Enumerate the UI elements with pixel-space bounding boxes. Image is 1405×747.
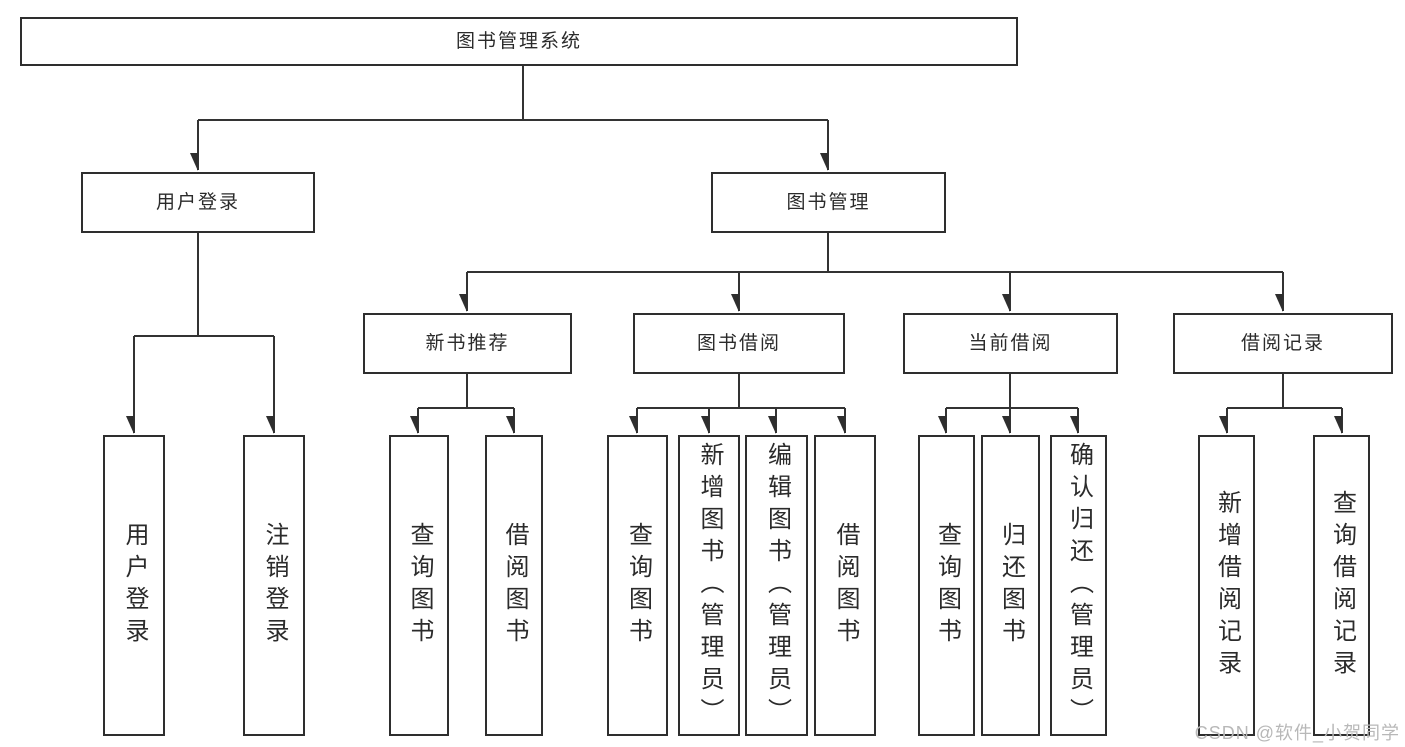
- connector-root-to-level2: [198, 66, 829, 170]
- node-leaf-logout: 注销登录: [243, 435, 305, 736]
- node-borrow-records: 借阅记录: [1173, 313, 1393, 374]
- node-label: 编辑图书（管理员）: [763, 441, 791, 730]
- node-label: 新书推荐: [425, 333, 510, 354]
- csdn-watermark: CSDN @软件_小贺同学: [1194, 723, 1400, 743]
- node-label: 新增图书（管理员）: [696, 441, 723, 730]
- node-leaf-add-borrow-record: 新增借阅记录: [1198, 435, 1255, 736]
- node-new-book-recommend: 新书推荐: [363, 313, 572, 374]
- node-leaf-query-books: 查询图书: [918, 435, 975, 736]
- node-label: 当前借阅: [968, 333, 1053, 354]
- node-label: 借阅记录: [1240, 333, 1325, 354]
- node-label: 注销登录: [261, 521, 288, 650]
- connector-book-management-children: [467, 233, 1284, 311]
- node-book-management: 图书管理: [711, 172, 946, 233]
- node-label: 查询图书: [624, 521, 652, 650]
- connector-current-borrow-children: [946, 374, 1079, 433]
- node-leaf-user-login: 用户登录: [103, 435, 165, 736]
- node-label: 借阅图书: [832, 521, 859, 650]
- node-label: 图书管理: [786, 192, 871, 213]
- connector-borrow-records-children: [1227, 374, 1343, 433]
- node-user-login: 用户登录: [81, 172, 315, 233]
- node-book-borrow: 图书借阅: [633, 313, 845, 374]
- node-label: 图书管理系统: [455, 31, 582, 52]
- node-label: 新增借阅记录: [1213, 489, 1241, 682]
- node-label: 确认归还（管理员）: [1065, 441, 1093, 730]
- node-leaf-query-books: 查询图书: [389, 435, 449, 736]
- node-leaf-query-borrow-record: 查询借阅记录: [1313, 435, 1370, 736]
- node-label: 用户登录: [155, 192, 240, 213]
- connector-user-login-children: [134, 233, 275, 433]
- node-leaf-confirm-return-admin: 确认归还（管理员）: [1050, 435, 1107, 736]
- node-leaf-add-books-admin: 新增图书（管理员）: [678, 435, 740, 736]
- connector-book-borrow-children: [637, 374, 846, 433]
- node-system-root: 图书管理系统: [20, 17, 1018, 66]
- node-label: 查询借阅记录: [1328, 489, 1356, 682]
- node-current-borrow: 当前借阅: [903, 313, 1118, 374]
- node-label: 查询图书: [933, 521, 961, 650]
- node-label: 图书借阅: [696, 333, 781, 354]
- node-leaf-edit-books-admin: 编辑图书（管理员）: [745, 435, 808, 736]
- node-leaf-return-books: 归还图书: [981, 435, 1040, 736]
- node-leaf-query-books: 查询图书: [607, 435, 668, 736]
- node-leaf-borrow-books: 借阅图书: [485, 435, 543, 736]
- connector-new-book-recommend-children: [418, 374, 515, 433]
- node-label: 借阅图书: [501, 521, 528, 650]
- node-label: 查询图书: [406, 521, 433, 650]
- node-label: 归还图书: [997, 521, 1025, 650]
- node-label: 用户登录: [121, 521, 148, 650]
- node-leaf-borrow-books: 借阅图书: [814, 435, 876, 736]
